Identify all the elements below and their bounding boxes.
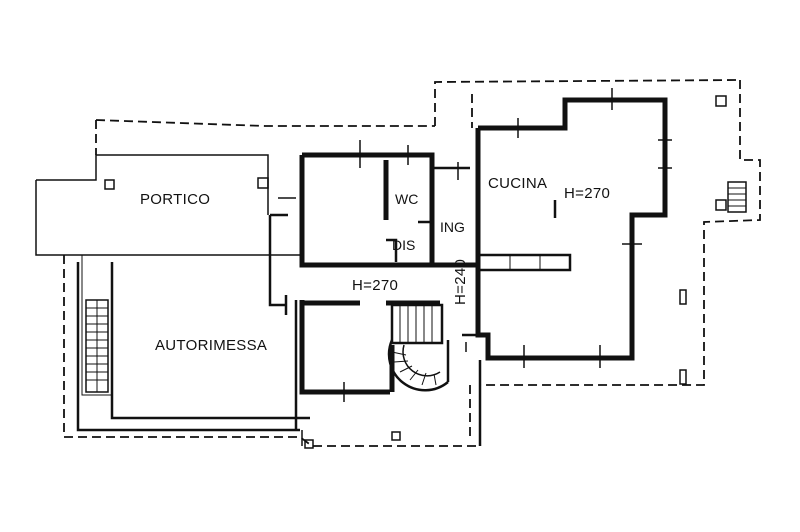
staircase-left [85,299,109,393]
room-label-wc: WC [395,191,418,207]
central-block-walls [268,152,480,315]
spiral-staircase [387,303,450,392]
room-label-portico: PORTICO [140,191,210,208]
pillars [104,95,727,449]
autorimessa-walls [76,262,310,432]
lower-central-walls [299,300,440,395]
staircase-right [727,181,747,213]
room-label-autorimessa: AUTORIMESSA [155,337,267,354]
height-label-central: H=270 [352,277,398,294]
room-label-ing: ING [440,219,465,235]
window-marks [278,88,672,446]
outer-boundary [63,79,761,447]
cucina-walls [462,97,668,446]
portico-area [35,154,300,396]
height-label-vertical: H=240 [452,259,469,305]
room-label-dis: DIS [392,237,415,253]
room-label-cucina: CUCINA [488,175,547,192]
height-label-cucina: H=270 [564,185,610,202]
